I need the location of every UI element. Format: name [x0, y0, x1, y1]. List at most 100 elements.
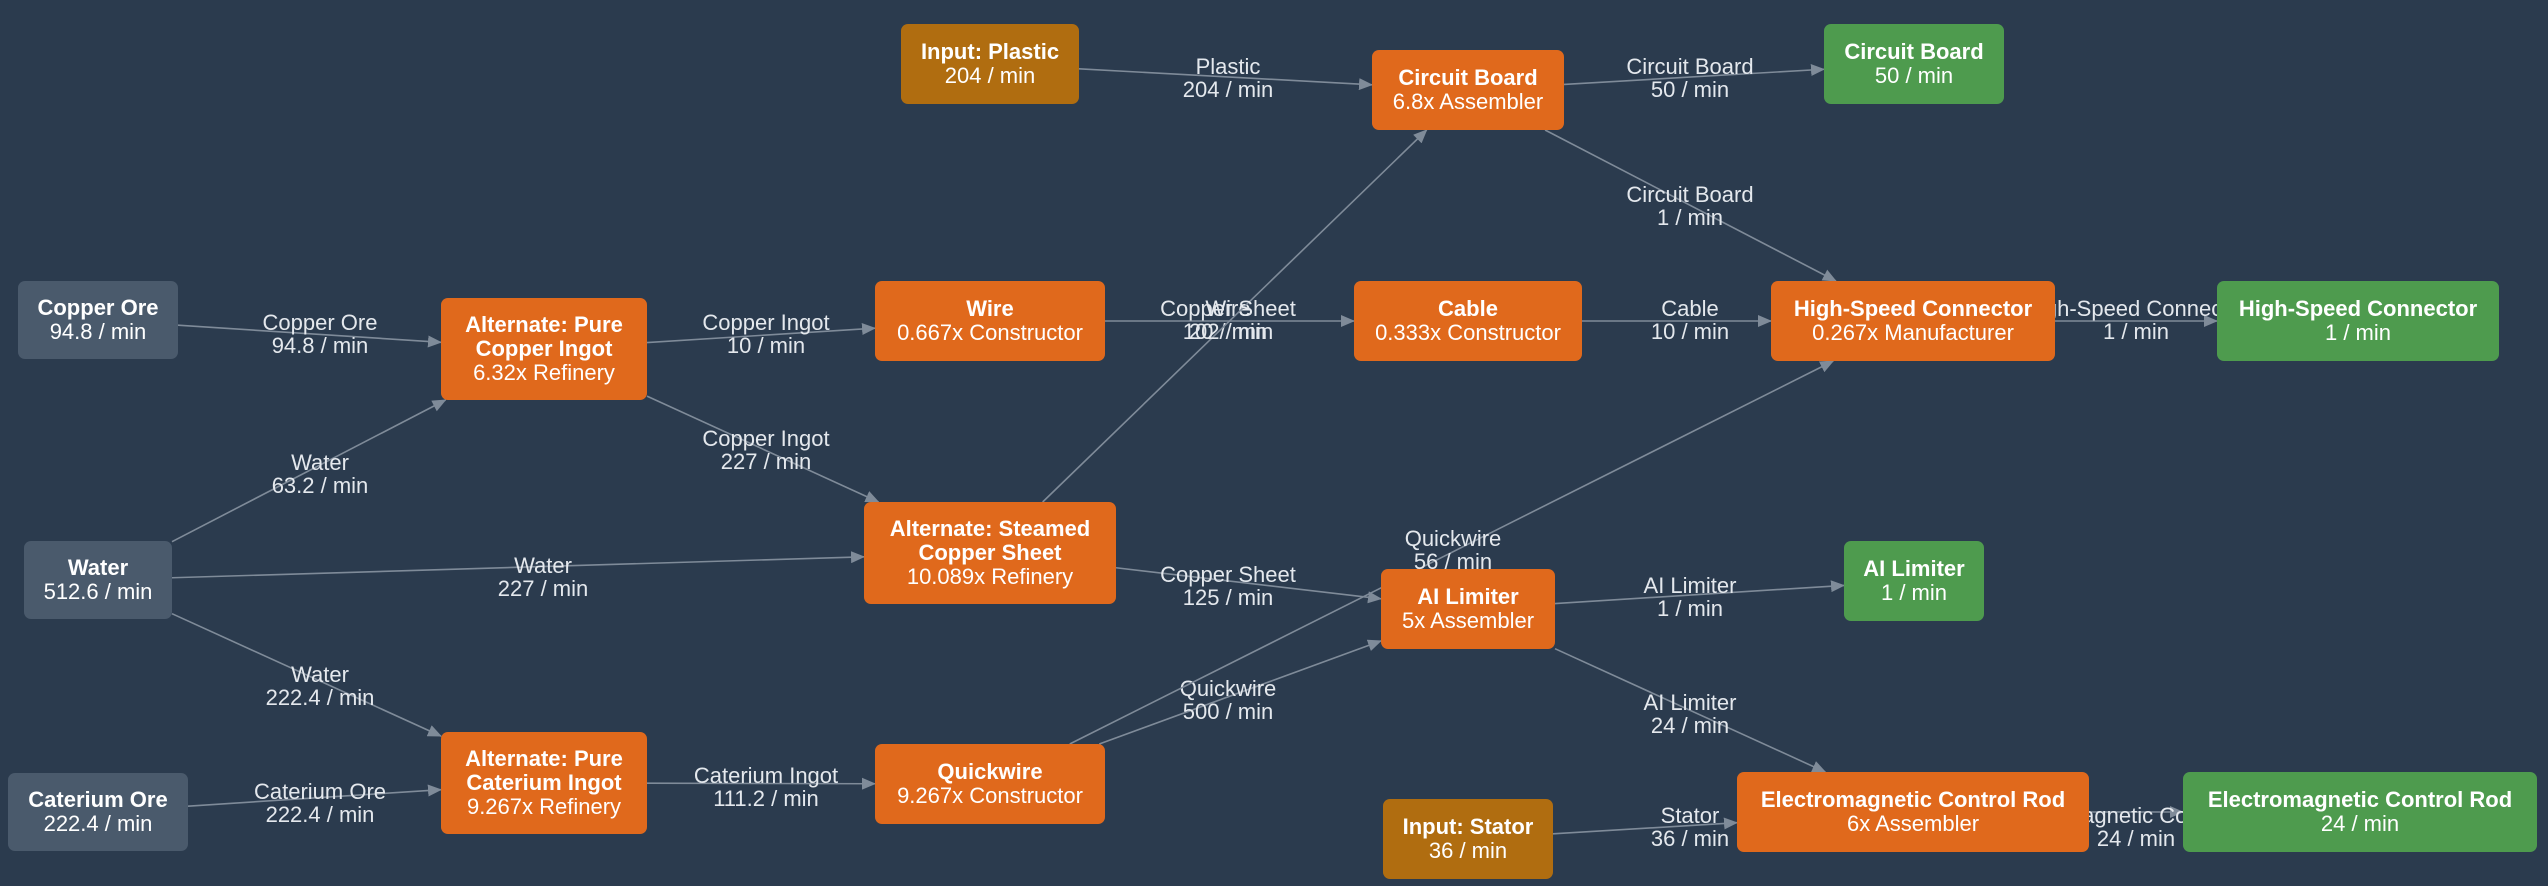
node-output-high-speed-connector[interactable]: High-Speed Connector 1 / min: [2217, 281, 2499, 361]
edge-label-rate: 227 / min: [498, 576, 589, 601]
edge-label-item: High-Speed Connector: [2024, 296, 2248, 321]
node-title: Caterium Ore: [28, 787, 168, 812]
node-cable[interactable]: Cable 0.333x Constructor: [1354, 281, 1582, 361]
node-copper-ore[interactable]: Copper Ore 94.8 / min: [18, 281, 178, 359]
edge-label-rate: 500 / min: [1183, 699, 1274, 724]
edge-label-item: Copper Ingot: [702, 426, 829, 451]
node-rate: 222.4 / min: [43, 811, 153, 836]
edge-pure_copper-to-steamed_copper: [646, 395, 880, 503]
edge-label-rate: 94.8 / min: [272, 333, 369, 358]
edge-label-item: Cable: [1661, 296, 1718, 321]
node-machine: 6x Assembler: [1846, 811, 1980, 836]
edge-quickwire-to-ai_limiter: [1098, 639, 1382, 745]
node-water[interactable]: Water 512.6 / min: [24, 541, 172, 619]
node-machine: 9.267x Constructor: [897, 783, 1083, 808]
edge-label-rate: 1 / min: [1657, 205, 1723, 230]
node-wire[interactable]: Wire 0.667x Constructor: [875, 281, 1105, 361]
edge-label-rate: 222.4 / min: [266, 685, 375, 710]
edge-copper_ore-to-pure_copper: [177, 324, 442, 348]
edge-label-rate: 102 / min: [1183, 319, 1274, 344]
edge-water-to-steamed_copper: [171, 551, 865, 579]
node-title: Alternate: Pure Copper Ingot: [465, 312, 623, 361]
edge-label-rate: 222.4 / min: [266, 802, 375, 827]
node-machine: 0.267x Manufacturer: [1812, 320, 2014, 345]
node-machine: 5x Assembler: [1401, 608, 1535, 633]
node-ai-limiter[interactable]: AI Limiter 5x Assembler: [1381, 569, 1555, 649]
node-pure-copper-ingot[interactable]: Alternate: Pure Copper Ingot 6.32x Refin…: [441, 298, 647, 400]
node-input-plastic[interactable]: Input: Plastic 204 / min: [901, 24, 1079, 104]
node-title: Circuit Board: [1844, 39, 1984, 64]
edge-quickwire-to-hsc: [1069, 360, 1835, 745]
node-rate: 50 / min: [1874, 63, 1954, 88]
edge-label-rate: 1 / min: [2103, 319, 2169, 344]
edge-pure_caterium-to-quickwire: [646, 777, 876, 790]
node-steamed-copper-sheet[interactable]: Alternate: Steamed Copper Sheet 10.089x …: [864, 502, 1116, 604]
edge-label-item: AI Limiter: [1644, 573, 1737, 598]
edge-label-rate: 24 / min: [2097, 826, 2175, 851]
node-high-speed-connector[interactable]: High-Speed Connector 0.267x Manufacturer: [1771, 281, 2055, 361]
edge-water-to-pure_caterium: [171, 612, 442, 737]
node-circuit-board[interactable]: Circuit Board 6.8x Assembler: [1372, 50, 1564, 130]
node-title: High-Speed Connector: [2238, 296, 2478, 321]
edge-label-item: Copper Sheet: [1160, 562, 1296, 587]
node-title: Alternate: Steamed Copper Sheet: [889, 516, 1091, 565]
node-output-circuit-board[interactable]: Circuit Board 50 / min: [1824, 24, 2004, 104]
node-title: Electromagnetic Control Rod: [2207, 787, 2513, 812]
edge-label-item: Circuit Board: [1626, 182, 1753, 207]
edge-label-rate: 36 / min: [1651, 826, 1729, 851]
node-rate: 1 / min: [2324, 320, 2392, 345]
node-caterium-ore[interactable]: Caterium Ore 222.4 / min: [8, 773, 188, 851]
node-electromagnetic-control-rod[interactable]: Electromagnetic Control Rod 6x Assembler: [1737, 772, 2089, 852]
edge-label-item: Caterium Ingot: [694, 763, 838, 788]
node-title: Water: [67, 555, 129, 580]
node-rate: 36 / min: [1428, 838, 1508, 863]
node-title: Input: Plastic: [920, 39, 1060, 64]
edge-label-item: Water: [291, 450, 349, 475]
edge-label-item: Stator: [1661, 803, 1720, 828]
edge-label-item: Quickwire: [1180, 676, 1277, 701]
node-rate: 512.6 / min: [43, 579, 153, 604]
edge-label-item: Copper Sheet: [1160, 296, 1296, 321]
edge-label-rate: 125 / min: [1183, 585, 1274, 610]
edge-input_plastic-to-circuit_board: [1078, 68, 1373, 91]
edge-label-rate: 50 / min: [1651, 77, 1729, 102]
edge-steamed_copper-to-ai_limiter: [1115, 566, 1382, 604]
edge-label-item: Circuit Board: [1626, 54, 1753, 79]
node-output-electromagnetic-control-rod[interactable]: Electromagnetic Control Rod 24 / min: [2183, 772, 2537, 852]
node-input-stator[interactable]: Input: Stator 36 / min: [1383, 799, 1553, 879]
node-output-ai-limiter[interactable]: AI Limiter 1 / min: [1844, 541, 1984, 621]
node-pure-caterium-ingot[interactable]: Alternate: Pure Caterium Ingot 9.267x Re…: [441, 732, 647, 834]
node-quickwire[interactable]: Quickwire 9.267x Constructor: [875, 744, 1105, 824]
edge-label-rate: 10 / min: [1651, 319, 1729, 344]
node-title: AI Limiter: [1417, 584, 1519, 609]
edge-label-item: Copper Ore: [263, 310, 378, 335]
node-machine: 10.089x Refinery: [906, 564, 1074, 589]
edge-water-to-pure_copper: [171, 399, 447, 543]
edge-label-rate: 24 / min: [1651, 713, 1729, 738]
node-rate: 94.8 / min: [49, 319, 147, 344]
node-title: Input: Stator: [1402, 814, 1534, 839]
node-title: High-Speed Connector: [1793, 296, 2033, 321]
edge-label-rate: 63.2 / min: [272, 473, 369, 498]
edge-label-rate: 204 / min: [1183, 77, 1274, 102]
node-machine: 9.267x Refinery: [466, 794, 622, 819]
node-title: Alternate: Pure Caterium Ingot: [465, 746, 623, 795]
edge-label-item: AI Limiter: [1644, 690, 1737, 715]
